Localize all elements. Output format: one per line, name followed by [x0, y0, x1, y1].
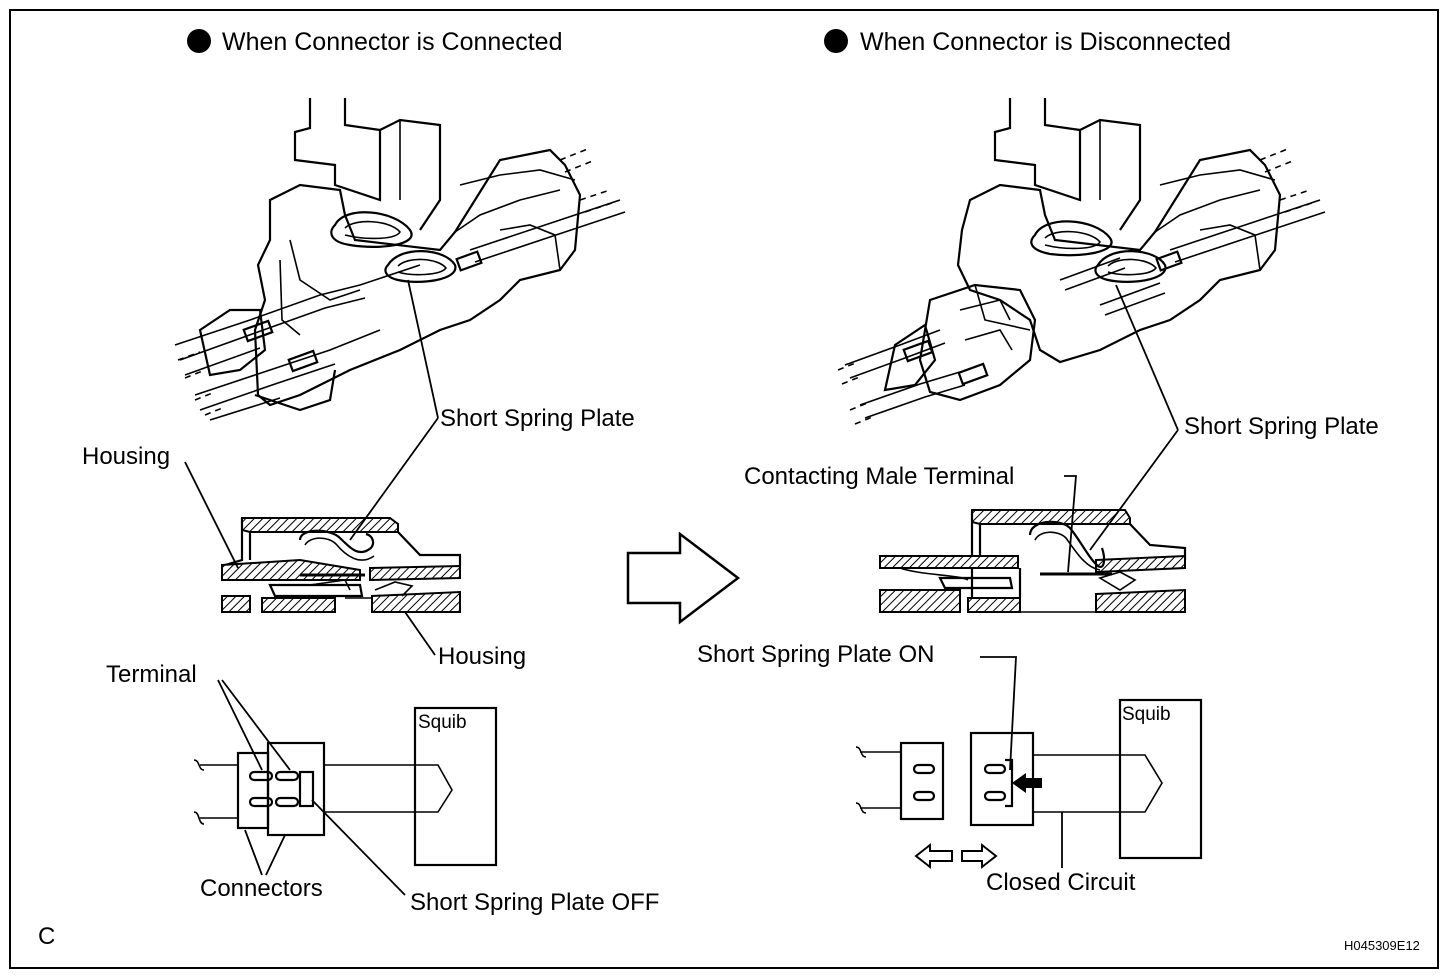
filled-left-arrow-icon [1012, 773, 1042, 793]
terminal-label: Terminal [106, 661, 197, 688]
figure-border [9, 9, 1439, 969]
heading-bullet-icon [824, 29, 848, 53]
left-short-spring-plate-label: Short Spring Plate [440, 405, 635, 432]
right-squib-label: Squib [1122, 704, 1171, 725]
connectors-label: Connectors [200, 875, 323, 902]
disconnected-cross-section [879, 509, 1187, 613]
hollow-right-arrow-icon [626, 531, 741, 625]
connected-cross-section [221, 517, 462, 613]
housing-top-label: Housing [82, 443, 170, 470]
hollow-right-small-arrow-icon [961, 842, 998, 870]
short-spring-plate-off-label: Short Spring Plate OFF [410, 889, 659, 916]
left-heading: When Connector is Connected [222, 28, 562, 56]
connected-connector-illustration [174, 98, 626, 421]
heading-bullet-icon [187, 29, 211, 53]
disconnected-circuit-schematic [855, 731, 1163, 827]
disconnected-connector-illustration [837, 98, 1326, 425]
squib-box [413, 706, 498, 867]
housing-bottom-label: Housing [438, 643, 526, 670]
leader-lines [184, 279, 1179, 896]
contacting-male-terminal-label: Contacting Male Terminal [744, 463, 1014, 490]
hollow-left-arrow-icon [914, 842, 953, 870]
squib-box [1118, 698, 1203, 860]
right-heading: When Connector is Disconnected [860, 28, 1231, 56]
corner-letter: C [38, 923, 55, 950]
short-spring-plate-on-label: Short Spring Plate ON [697, 641, 934, 668]
connected-circuit-schematic [193, 741, 453, 837]
right-short-spring-plate-label: Short Spring Plate [1184, 413, 1379, 440]
figure-code: H045309E12 [1344, 938, 1420, 953]
left-squib-label: Squib [418, 712, 467, 733]
closed-circuit-label: Closed Circuit [986, 869, 1136, 896]
